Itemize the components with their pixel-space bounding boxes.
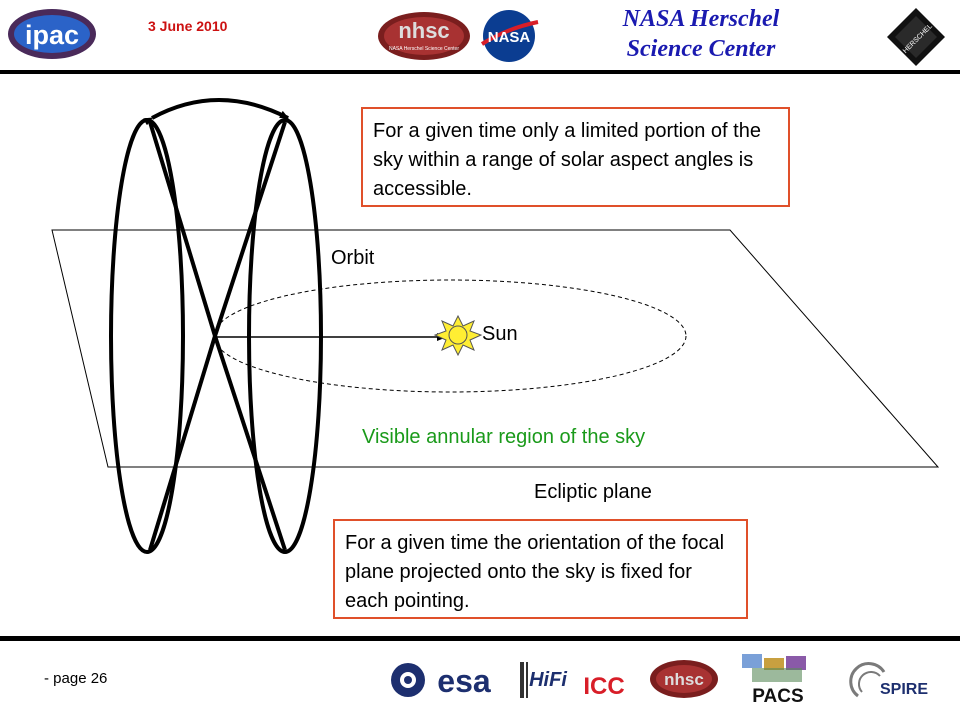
icc-logo-text: ICC: [583, 673, 624, 700]
ipac-logo-text: ipac: [25, 20, 79, 50]
herschel-logo: HERSCHEL: [887, 8, 945, 66]
hifi-logo-text: HiFi: [529, 669, 567, 691]
nhsc-logo-text: nhsc: [398, 18, 449, 43]
cone-line-upper-left: [148, 121, 217, 337]
esa-logo: esa: [391, 663, 491, 699]
ipac-logo: ipac: [8, 9, 96, 59]
page-number: - page 26: [44, 670, 108, 687]
header-title-line1: NASA Herschel: [622, 6, 780, 32]
cone-line-upper-right: [213, 121, 287, 337]
orbit-label: Orbit: [331, 247, 375, 269]
nhsc-logo: nhsc NASA Herschel Science Center: [378, 12, 470, 60]
pacs-logo-text: PACS: [752, 686, 803, 707]
spire-logo-text: SPIRE: [880, 681, 928, 698]
top-arc: [143, 98, 289, 126]
ecliptic-plane: [51, 229, 940, 468]
nhsc-logo-subtext: NASA Herschel Science Center: [389, 46, 459, 52]
slide-date: 3 June 2010: [148, 18, 228, 34]
header-title-line2: Science Center: [626, 36, 776, 62]
sun-label: Sun: [482, 323, 518, 345]
hifi-icc-logo: HiFi ICC: [520, 662, 625, 700]
callout-accessible-sky: For a given time only a limited portion …: [361, 107, 790, 207]
sun-icon: [433, 314, 483, 357]
ecliptic-plane-label: Ecliptic plane: [534, 481, 652, 503]
nasa-logo: NASA: [480, 10, 539, 62]
spire-logo: SPIRE: [849, 662, 928, 698]
orbit-path: [213, 279, 687, 393]
pacs-logo: PACS: [742, 654, 806, 707]
header-rule: [0, 70, 960, 74]
cone-line-lower-right: [213, 335, 287, 551]
nasa-logo-text: NASA: [488, 29, 531, 46]
esa-logo-text: esa: [437, 663, 491, 699]
visible-annulus-left-ellipse: [109, 118, 185, 554]
header-title: NASA Herschel Science Center: [586, 4, 816, 64]
callout-focal-plane: For a given time the orientation of the …: [333, 519, 748, 619]
cone-line-lower-left: [148, 335, 217, 551]
visible-annulus-right-ellipse: [247, 118, 323, 554]
nhsc-footer-logo: nhsc: [650, 660, 718, 698]
nhsc-footer-logo-text: nhsc: [664, 670, 704, 689]
footer-rule: [0, 636, 960, 641]
visible-region-label: Visible annular region of the sky: [362, 426, 646, 448]
